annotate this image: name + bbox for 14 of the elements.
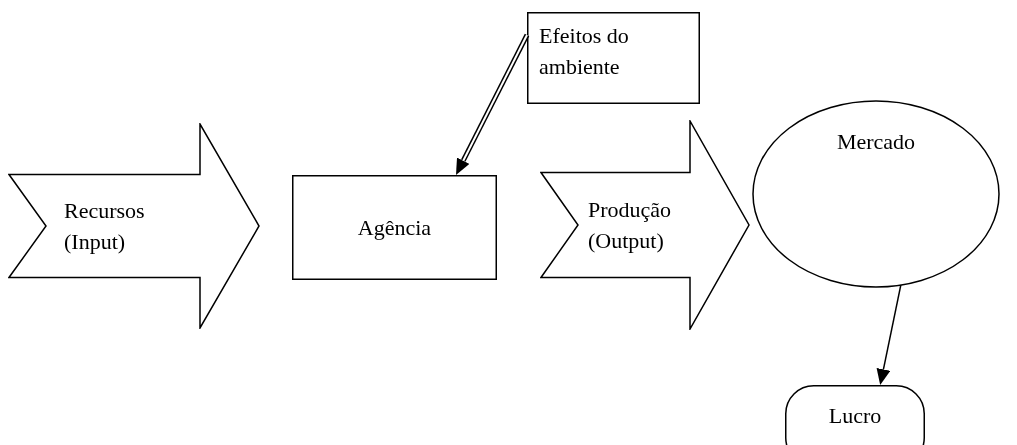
node-label: Agência [357, 214, 432, 242]
chevron-node [8, 123, 260, 329]
terminal-node [785, 385, 925, 445]
arrow [456, 33, 530, 175]
arrow [876, 284, 902, 385]
node-label: Produção (Output) [588, 196, 673, 255]
node-label: Recursos (Input) [64, 197, 146, 256]
node-label: Efeitos do ambiente [539, 22, 630, 81]
chevron-node [540, 120, 750, 330]
node-label: Mercado [836, 128, 916, 156]
process-box [292, 175, 497, 280]
ellipse-node [752, 100, 1000, 288]
node-label: Lucro [828, 401, 882, 430]
note-box [527, 12, 700, 104]
